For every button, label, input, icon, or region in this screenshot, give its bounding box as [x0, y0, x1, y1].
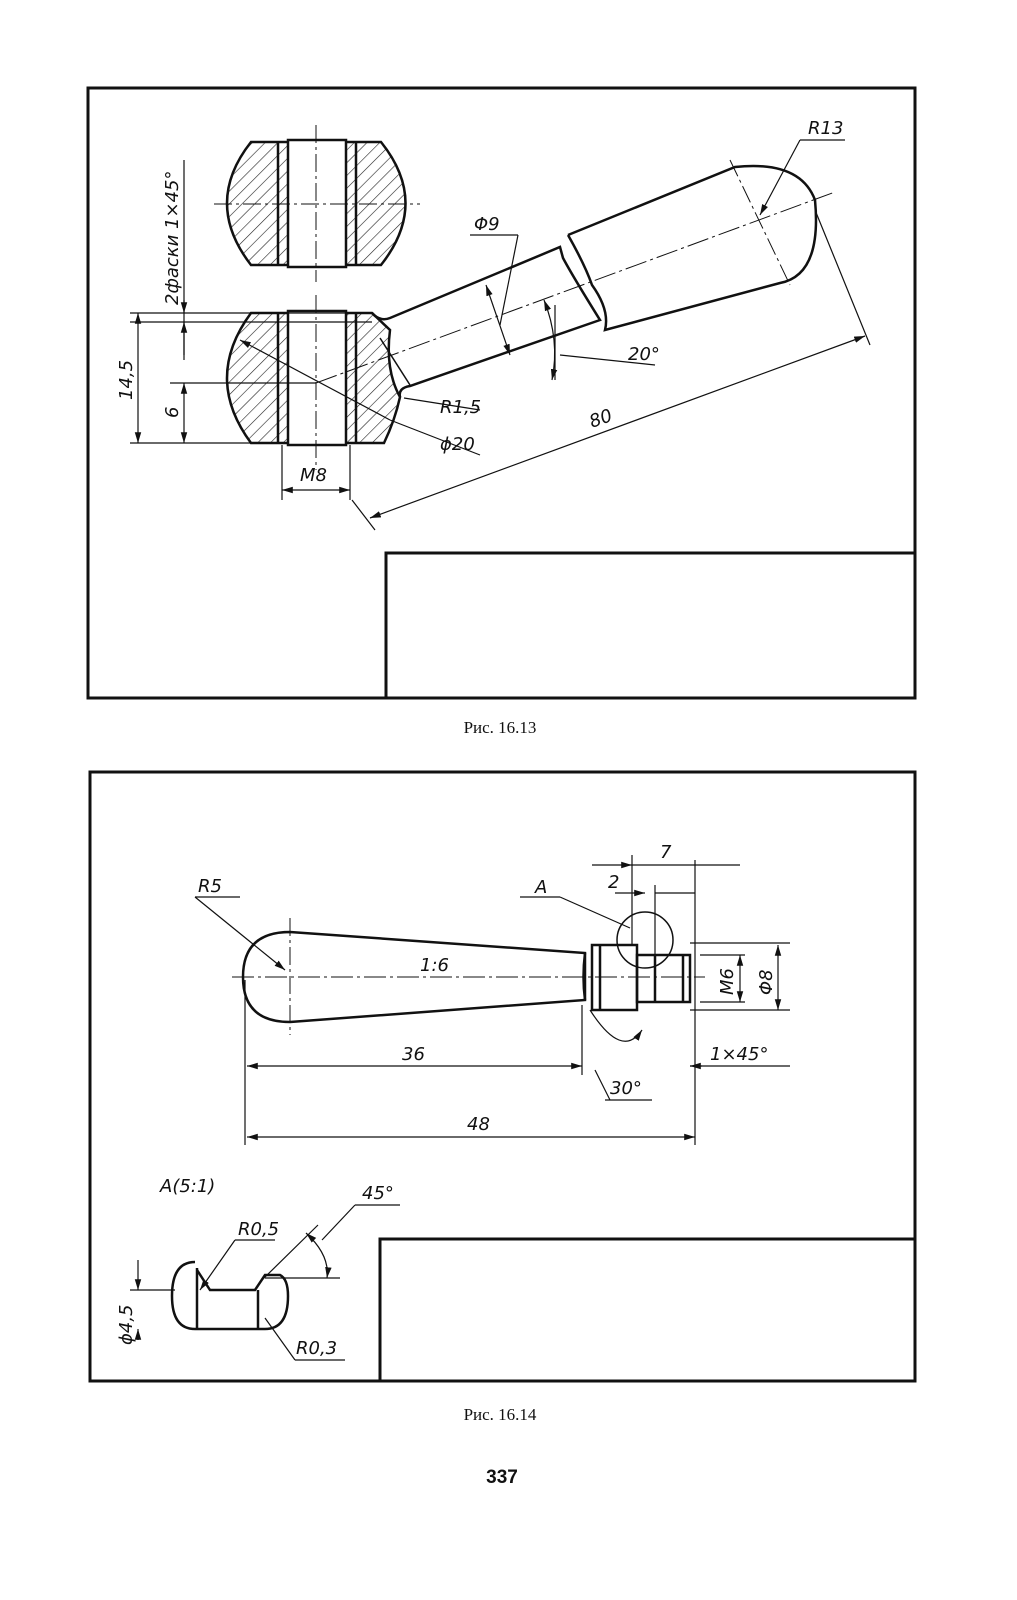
- caption-fig-16-13: Рис. 16.13: [463, 718, 537, 737]
- dim-phi4-5: ϕ4,5: [116, 1305, 137, 1346]
- figure-16-13: 2фаски 1×45° Φ9 R13 14,5 6 R1,5 ϕ20 M8 2…: [86, 86, 917, 700]
- dim-length-48: 48: [467, 1114, 490, 1135]
- dim-r0-5: R0,5: [238, 1219, 279, 1240]
- dim-taper: 1:6: [420, 955, 449, 976]
- dim-14-5: 14,5: [116, 360, 137, 400]
- fig2-dimensions: [194, 855, 790, 1145]
- frame-outer-2: [88, 770, 917, 1383]
- dim-m6: M6: [717, 968, 738, 995]
- dim-2: 2: [608, 872, 619, 893]
- detail-a-dims: [130, 1204, 400, 1361]
- detail-a-title: A(5:1): [159, 1176, 215, 1197]
- fig1-labels: 2фаски 1×45° Φ9 R13 14,5 6 R1,5 ϕ20 M8 2…: [116, 118, 843, 486]
- dim-phi8: Φ8: [756, 969, 777, 995]
- dim-m8: M8: [300, 465, 327, 486]
- handle-body: [232, 911, 705, 1035]
- dim-phi20: ϕ20: [440, 434, 475, 455]
- dim-length-80: 80: [587, 405, 616, 433]
- dim-7: 7: [660, 842, 672, 863]
- dim-r13: R13: [808, 118, 843, 139]
- dim-r0-3: R0,3: [296, 1338, 337, 1359]
- dim-chamfer-note: 2фаски 1×45°: [162, 171, 183, 306]
- fig1-dimensions: [130, 139, 871, 531]
- dim-angle-30: 30°: [610, 1078, 642, 1099]
- caption-fig-16-14: Рис. 16.14: [463, 1405, 537, 1424]
- figure-16-14: R5 A 2 7 1:6 M6 Φ8 36 1×45° 30° 48 A(5:1…: [88, 770, 917, 1383]
- bottom-ball-section: [225, 295, 402, 470]
- title-block-2: [378, 1237, 915, 1381]
- title-block: [384, 551, 915, 698]
- dim-phi9: Φ9: [474, 214, 500, 235]
- label-a: A: [534, 877, 547, 898]
- top-ball-section: [214, 125, 420, 282]
- page-number: 337: [486, 1467, 518, 1488]
- dim-r5: R5: [198, 876, 222, 897]
- dim-chamfer-1x45: 1×45°: [710, 1044, 768, 1065]
- dim-length-36: 36: [402, 1044, 425, 1065]
- dim-r1-5: R1,5: [440, 397, 481, 418]
- dim-angle-45: 45°: [362, 1183, 394, 1204]
- dim-angle-20: 20°: [628, 344, 660, 365]
- fig2-labels: R5 A 2 7 1:6 M6 Φ8 36 1×45° 30° 48 A(5:1…: [116, 842, 777, 1359]
- frame-outer: [86, 86, 917, 700]
- dim-6: 6: [162, 407, 183, 418]
- detail-a: [170, 1260, 290, 1331]
